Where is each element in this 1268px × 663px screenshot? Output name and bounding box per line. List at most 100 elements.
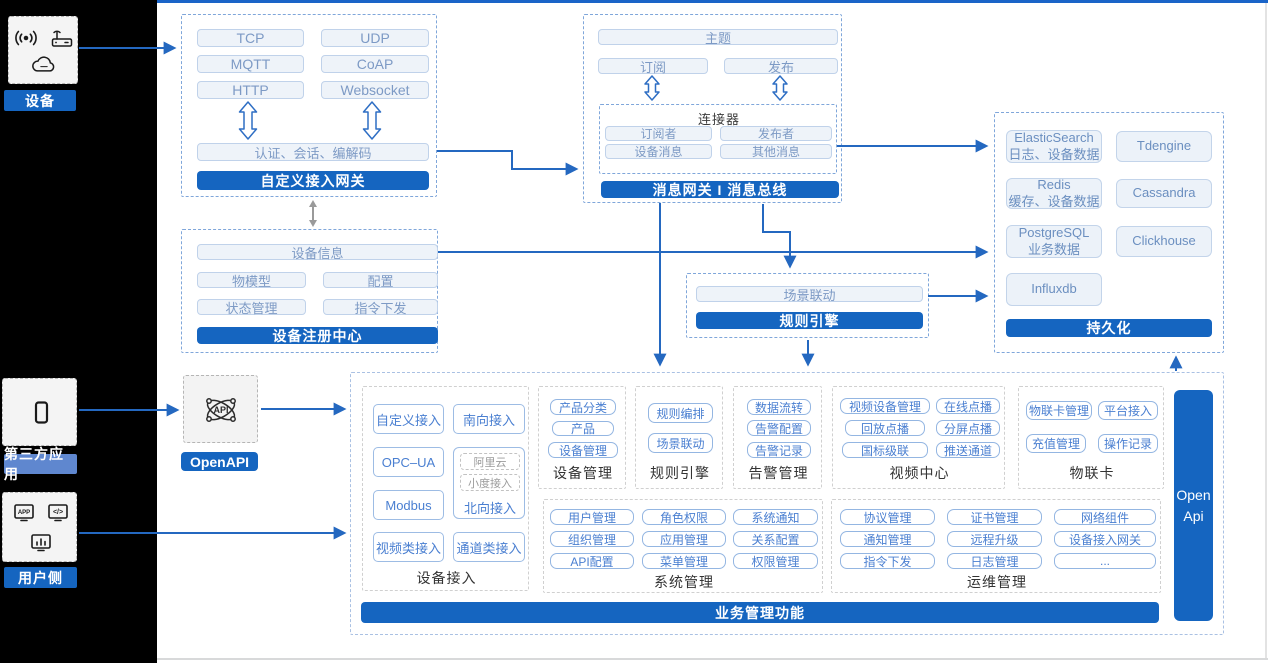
remote-upgrade-chip: 远程升级 (947, 531, 1042, 547)
rule-engine-label: 规则引擎 (650, 465, 710, 481)
video-section: 视频设备管理 在线点播 回放点播 分屏点播 国标级联 推送通道 视频中心 (832, 386, 1005, 489)
protocol-http: HTTP (197, 81, 304, 99)
opc-ua-chip: OPC–UA (373, 447, 444, 477)
protocol-coap: CoAP (321, 55, 429, 73)
device-mgmt-label: 设备管理 (553, 465, 613, 481)
alarm-label: 告警管理 (748, 465, 809, 481)
protocol-tcp: TCP (197, 29, 304, 47)
top-accent-line (157, 0, 1268, 3)
app-icon: APP (14, 504, 34, 522)
device-access-gateway-chip: 设备接入网关 (1054, 531, 1156, 547)
product-category-chip: 产品分类 (550, 399, 616, 415)
cert-mgmt-chip: 证书管理 (947, 509, 1042, 525)
device-label: 设备 (4, 90, 76, 111)
network-component-chip: 网络组件 (1054, 509, 1156, 525)
router-icon (51, 30, 73, 47)
right-window-edge (1265, 3, 1267, 658)
business-box: 自定义接入 南向接入 OPC–UA 阿里云 小度接入 北向接入 Modbus 视… (350, 372, 1224, 635)
ops-label: 运维管理 (967, 574, 1027, 590)
iot-card-label: 物联卡 (1069, 465, 1115, 481)
online-play-chip: 在线点播 (936, 398, 1000, 414)
open-api-bar: Open Api (1174, 390, 1213, 621)
modbus-chip: Modbus (373, 490, 444, 520)
chart-icon (31, 534, 51, 552)
device-mgmt-section: 产品分类 产品 设备管理 设备管理 (538, 386, 626, 489)
alarm-section: 数据流转 告警配置 告警记录 告警管理 (733, 386, 822, 489)
openapi-icon-box: API (183, 375, 258, 443)
command-dispatch-chip2: 指令下发 (840, 553, 935, 569)
app-mgmt-chip: 应用管理 (642, 531, 726, 547)
business-banner: 业务管理功能 (361, 602, 1159, 623)
playback-chip: 回放点播 (845, 420, 925, 436)
signal-icon (15, 30, 37, 46)
protocol-mqtt: MQTT (197, 55, 304, 73)
scene-linkage-chip2: 场景联动 (648, 433, 713, 453)
connector-box: 连接器 订阅者 发布者 设备消息 其他消息 (599, 104, 837, 174)
split-screen-chip: 分屏点播 (936, 420, 1000, 436)
recharge-mgmt-chip: 充值管理 (1026, 434, 1086, 453)
publish-chip: 发布 (724, 58, 838, 75)
custom-gateway-banner: 自定义接入网关 (197, 171, 429, 190)
status-mgmt-chip: 状态管理 (197, 299, 306, 316)
device-registry-box: 设备信息 物模型 配置 状态管理 指令下发 设备注册中心 (181, 229, 438, 353)
subscriber-chip: 订阅者 (605, 126, 712, 141)
more-chip: ... (1054, 553, 1156, 569)
message-hub-box: 主题 订阅 发布 连接器 订阅者 发布者 设备消息 其他消息 消息网关 I 消息… (583, 14, 842, 203)
log-mgmt-chip: 日志管理 (947, 553, 1042, 569)
aliyun-chip: 阿里云 (460, 453, 520, 470)
product-chip: 产品 (552, 421, 614, 436)
device-info-chip: 设备信息 (197, 244, 438, 261)
rule-engine-banner: 规则引擎 (696, 312, 923, 329)
data-flow-chip: 数据流转 (747, 399, 811, 415)
system-notice-chip: 系统通知 (733, 509, 818, 525)
device-access-section: 自定义接入 南向接入 OPC–UA 阿里云 小度接入 北向接入 Modbus 视… (362, 386, 529, 591)
custom-access-chip: 自定义接入 (373, 404, 444, 434)
iot-card-mgmt-chip: 物联卡管理 (1026, 401, 1092, 420)
user-mgmt-chip: 用户管理 (550, 509, 634, 525)
config-chip: 配置 (323, 272, 438, 289)
video-device-mgmt-chip: 视频设备管理 (840, 398, 930, 414)
scene-linkage-chip: 场景联动 (696, 286, 923, 303)
auth-session-codec: 认证、会话、编解码 (197, 143, 429, 161)
cloud-icon (32, 56, 55, 72)
clickhouse-chip: Clickhouse (1116, 226, 1212, 257)
southbound-access-chip: 南向接入 (453, 404, 525, 434)
system-label: 系统管理 (654, 574, 714, 590)
org-mgmt-chip: 组织管理 (550, 531, 634, 547)
channel-access-chip: 通道类接入 (453, 532, 525, 562)
api-network-icon: API (206, 398, 236, 422)
rule-engine-mid-box: 场景联动 规则引擎 (686, 273, 929, 338)
notice-mgmt-chip: 通知管理 (840, 531, 935, 547)
svg-text:</>: </> (53, 509, 63, 516)
user-icons-box: APP </> (2, 492, 77, 562)
device-access-label: 设备接入 (416, 570, 477, 586)
topic-chip: 主题 (598, 29, 838, 46)
protocol-mgmt-chip: 协议管理 (840, 509, 935, 525)
xiaodu-access-chip: 小度接入 (460, 474, 520, 491)
northbound-access-box: 阿里云 小度接入 北向接入 (453, 447, 525, 519)
alarm-config-chip: 告警配置 (747, 420, 811, 436)
alarm-record-chip: 告警记录 (747, 442, 811, 458)
openapi-label: OpenAPI (181, 452, 258, 471)
video-label: 视频中心 (889, 465, 950, 481)
role-permission-chip: 角色权限 (642, 509, 726, 525)
svg-text:API: API (213, 405, 228, 415)
device-icons-box (8, 16, 78, 84)
subscribe-chip: 订阅 (598, 58, 708, 75)
persistence-banner: 持久化 (1006, 319, 1212, 337)
permission-mgmt-chip: 权限管理 (733, 553, 818, 569)
tdengine-chip: Tdengine (1116, 131, 1212, 162)
operation-record-chip: 操作记录 (1098, 434, 1158, 453)
ops-section: 协议管理 证书管理 网络组件 通知管理 远程升级 设备接入网关 指令下发 日志管… (831, 499, 1161, 593)
bottom-window-edge (157, 658, 1268, 660)
platform-access-chip: 平台接入 (1098, 401, 1158, 420)
left-rail: 设备 第三方应用 APP </> (0, 0, 157, 663)
menu-mgmt-chip: 菜单管理 (642, 553, 726, 569)
thing-model-chip: 物模型 (197, 272, 306, 289)
message-bus-banner: 消息网关 I 消息总线 (601, 181, 839, 198)
third-party-icons-box (2, 378, 77, 446)
